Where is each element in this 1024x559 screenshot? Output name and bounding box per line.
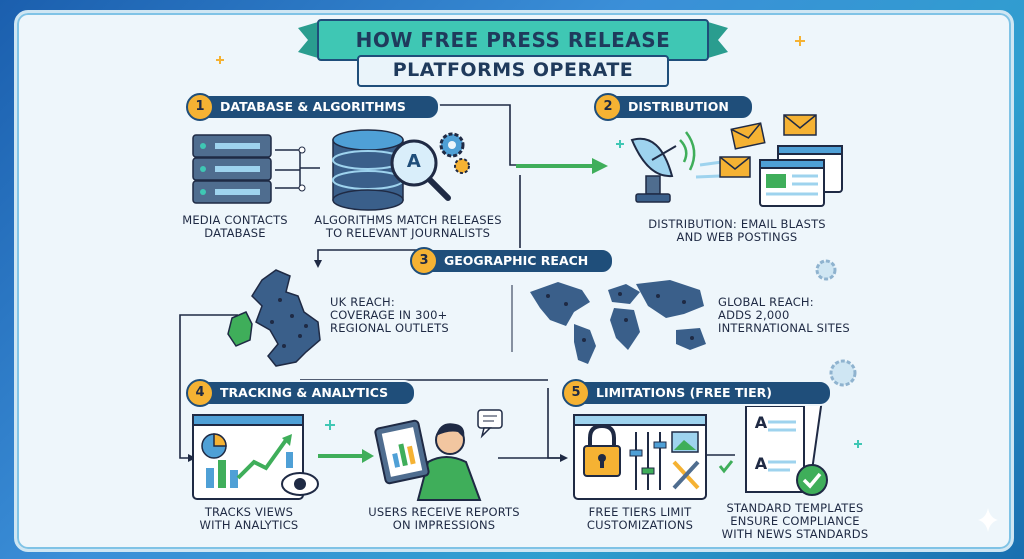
database-icon [332,129,404,211]
title-line-2: PLATFORMS OPERATE [392,59,634,81]
envelope-icon [719,114,817,178]
corner-star-icon [978,508,998,532]
analytics-dashboard-icon [192,414,319,500]
uk-map-icon [227,269,321,367]
caption-free-tiers: FREE TIERS LIMIT CUSTOMIZATIONS [586,505,694,532]
caption-tracks-views: TRACKS VIEWS WITH ANALYTICS [199,505,299,532]
section-header-database: 1 DATABASE & ALGORITHMS [186,93,440,121]
caption-distribution: DISTRIBUTION: EMAIL BLASTS AND WEB POSTI… [648,217,826,244]
satellite-dish-icon [630,131,696,203]
template-letter-1: A [754,413,768,432]
section-header-limitations: 5 LIMITATIONS (FREE TIER) [562,379,832,407]
section-label: LIMITATIONS (FREE TIER) [596,385,772,400]
sparkle-icon [216,36,805,64]
section-header-distribution: 2 DISTRIBUTION [594,93,754,121]
step-number-badge: 5 [562,379,590,407]
template-letter-2: A [754,454,768,473]
caption-media-contacts: MEDIA CONTACTS DATABASE [182,213,288,240]
title-line-1: HOW FREE PRESS RELEASE [355,28,671,52]
magnifier-icon [390,139,451,201]
step-number-badge: 3 [410,247,438,275]
step-number-badge: 1 [186,93,214,121]
server-icon [192,134,320,204]
section-header-geographic: 3 GEOGRAPHIC REACH [410,247,614,275]
world-map-icon [530,280,706,364]
title-ribbon [298,19,728,87]
caption-uk-reach: UK REACH: COVERAGE IN 300+ REGIONAL OUTL… [330,295,449,335]
locked-settings-icon [573,414,707,500]
caption-reports: USERS RECEIVE REPORTS ON IMPRESSIONS [368,505,520,532]
location-dots [546,292,694,342]
caption-templates: STANDARD TEMPLATES ENSURE COMPLIANCE WIT… [721,501,869,541]
green-arrow-icon [318,158,608,463]
magnifier-letter: A [406,151,422,172]
person-with-tablet-icon [374,409,503,501]
section-label: DATABASE & ALGORITHMS [220,99,406,114]
web-page-icon [759,145,843,207]
gear-icon [439,132,470,174]
section-label: GEOGRAPHIC REACH [444,253,589,268]
section-label: DISTRIBUTION [628,99,729,114]
caption-global-reach: GLOBAL REACH: ADDS 2,000 INTERNATIONAL S… [718,295,850,335]
infographic-card [14,10,1014,552]
gear-icon [815,259,857,387]
caption-algorithms: ALGORITHMS MATCH RELEASES TO RELEVANT JO… [314,213,502,240]
section-header-tracking: 4 TRACKING & ANALYTICS [186,379,416,407]
sparkle-icon [325,140,862,448]
step-number-badge: 4 [186,379,214,407]
section-label: TRACKING & ANALYTICS [220,385,389,400]
step-number-badge: 2 [594,93,622,121]
template-document-icon [718,395,828,496]
speed-lines [695,160,723,179]
